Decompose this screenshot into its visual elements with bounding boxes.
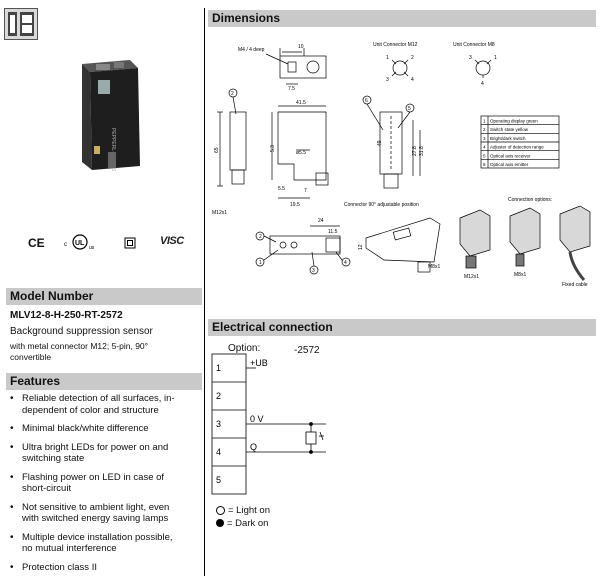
legend-light-on: = Light on — [216, 505, 270, 516]
svg-text:24: 24 — [318, 218, 324, 224]
svg-text:UL: UL — [75, 240, 85, 247]
svg-text:19.5: 19.5 — [290, 202, 300, 208]
svg-text:Operating display green: Operating display green — [490, 119, 538, 124]
svg-text:4: 4 — [344, 260, 347, 266]
features-list: Reliable detection of all surfaces, in-d… — [8, 393, 198, 580]
legend-dark-on: = Dark on — [216, 518, 268, 529]
svg-text:49: 49 — [377, 140, 383, 146]
sensor-category-icon — [8, 12, 34, 36]
signal-ub: +UB — [250, 358, 268, 368]
model-description-title: Background suppression sensor — [10, 326, 153, 337]
svg-text:6: 6 — [483, 162, 486, 167]
features-heading: Features — [6, 373, 202, 390]
logo-box — [4, 8, 38, 40]
product-photo: PEPPERL+FUCHS — [82, 60, 140, 172]
svg-text:3: 3 — [469, 55, 472, 61]
option-cable-label: Fixed cable — [562, 282, 588, 288]
column-divider — [204, 8, 205, 576]
list-item: Protection class II — [8, 562, 198, 574]
svg-text:2: 2 — [483, 127, 486, 132]
svg-text:M8x1: M8x1 — [428, 264, 440, 270]
svg-text:5.3: 5.3 — [270, 145, 276, 152]
svg-text:12: 12 — [358, 244, 364, 250]
signal-0v: 0 V — [250, 414, 264, 424]
filled-circle-icon — [216, 519, 224, 528]
cul-us-mark: c UL us — [64, 234, 95, 251]
open-circle-icon — [216, 505, 225, 515]
svg-text:us: us — [89, 245, 95, 251]
connector-90-label: Connector 90° adjustable position — [344, 202, 419, 208]
option-m8-label: M8x1 — [514, 272, 526, 278]
dimensions-heading: Dimensions — [208, 10, 596, 27]
list-item: Ultra bright LEDs for power on andswitch… — [8, 442, 198, 465]
svg-text:7: 7 — [304, 188, 307, 194]
svg-text:4: 4 — [411, 77, 414, 83]
svg-text:10: 10 — [298, 44, 304, 50]
unit-connector-m8-label: Unit Connector M8 — [453, 42, 495, 48]
list-item: Multiple device installation possible,no… — [8, 532, 198, 555]
m4-label: M4 / 4 deep — [238, 47, 265, 53]
svg-text:1: 1 — [483, 119, 486, 124]
connection-options-label: Connection options: — [508, 197, 552, 203]
list-item: Minimal black/white difference — [8, 423, 198, 435]
svg-text:5: 5 — [483, 153, 486, 158]
svg-text:27.8: 27.8 — [412, 146, 418, 156]
svg-text:3: 3 — [483, 136, 486, 141]
svg-text:11.5: 11.5 — [328, 229, 338, 235]
svg-text:3: 3 — [386, 77, 389, 83]
unit-connector-m12-label: Unit Connector M12 — [373, 42, 418, 48]
signal-q: Q — [250, 442, 257, 452]
svg-text:3: 3 — [312, 268, 315, 274]
svg-text:Optical axis receiver: Optical axis receiver — [490, 153, 531, 158]
svg-text:ø5.5: ø5.5 — [296, 150, 306, 156]
svg-text:65: 65 — [214, 147, 220, 153]
list-item: Reliable detection of all surfaces, in-d… — [8, 393, 198, 416]
svg-text:4: 4 — [483, 145, 486, 150]
pin-5: 5 — [216, 475, 221, 485]
model-description-line2: with metal connector M12; 5-pin, 90° — [10, 341, 149, 351]
svg-text:6: 6 — [365, 98, 368, 104]
svg-text:41.5: 41.5 — [296, 100, 306, 106]
model-description-line3: convertible — [10, 352, 52, 362]
svg-text:Switch state yellow: Switch state yellow — [490, 127, 529, 132]
visc-logo: VISC — [160, 235, 184, 247]
ce-mark: CE — [28, 236, 45, 250]
dimensions-drawing: M4 / 4 deep 10 7.5 Unit Connector M12 Un… — [212, 42, 591, 288]
svg-text:2: 2 — [411, 55, 414, 61]
svg-text:2: 2 — [259, 234, 262, 240]
svg-text:c: c — [64, 242, 67, 248]
option-label: Option: — [228, 343, 261, 354]
svg-text:5.5: 5.5 — [278, 186, 285, 192]
svg-text:Optical axis emitter: Optical axis emitter — [490, 162, 529, 167]
svg-text:7.5: 7.5 — [288, 86, 295, 92]
pin-4: 4 — [216, 447, 221, 457]
pin-2: 2 — [216, 391, 221, 401]
svg-text:31.8: 31.8 — [419, 146, 425, 156]
svg-text:PEPPERL+FUCHS: PEPPERL+FUCHS — [110, 128, 116, 172]
list-item: Flashing power on LED in case ofshort-ci… — [8, 472, 198, 495]
svg-text:5: 5 — [408, 106, 411, 112]
protection-class-ii-icon — [124, 237, 136, 249]
wiring-diagram: 1 2 3 4 5 +UB 0 V Q — [211, 353, 326, 495]
svg-text:4: 4 — [481, 81, 484, 87]
option-value: -2572 — [294, 345, 320, 356]
model-number: MLV12-8-H-250-RT-2572 — [10, 310, 123, 321]
pin-1: 1 — [216, 363, 221, 373]
svg-text:Bright/dark switch: Bright/dark switch — [490, 136, 526, 141]
svg-text:2: 2 — [231, 91, 234, 97]
svg-text:1: 1 — [259, 260, 262, 266]
list-item: Not sensitive to ambient light, evenwith… — [8, 502, 198, 525]
svg-text:1: 1 — [494, 55, 497, 61]
svg-text:1: 1 — [386, 55, 389, 61]
pin-3: 3 — [216, 419, 221, 429]
model-number-heading: Model Number — [6, 288, 202, 305]
option-m12-label: M12x1 — [464, 274, 479, 280]
svg-text:Adjuster of detection range: Adjuster of detection range — [490, 145, 544, 150]
electrical-connection-heading: Electrical connection — [208, 319, 596, 336]
svg-text:M12x1: M12x1 — [212, 210, 227, 216]
